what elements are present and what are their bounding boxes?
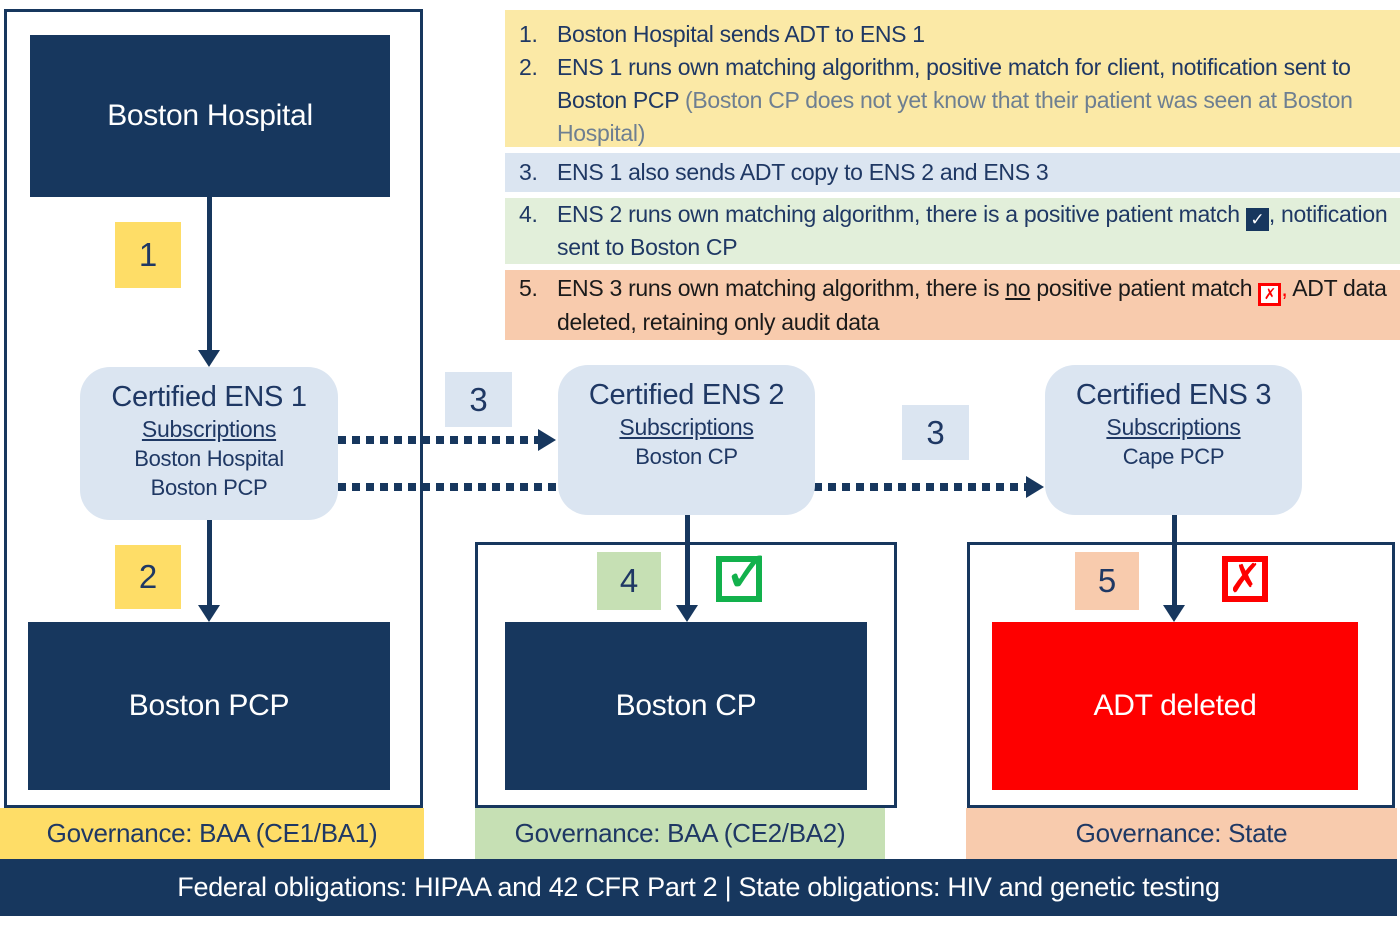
legend-block-steps-1-2: 1. Boston Hospital sends ADT to ENS 1 2.…: [505, 10, 1400, 147]
federal-obligations-label: Federal obligations: HIPAA and 42 CFR Pa…: [177, 872, 1220, 902]
node-adt-deleted-label: ADT deleted: [1093, 689, 1257, 722]
legend-item-2-number: 2.: [519, 54, 538, 80]
arrowhead-down-icon: [1163, 605, 1185, 622]
ens3-title: Certified ENS 3: [1075, 379, 1272, 411]
governance-left-label: Governance: BAA (CE1/BA1): [46, 818, 378, 848]
arrowhead-down-icon: [198, 605, 220, 622]
ens1-member: Boston PCP: [150, 475, 268, 500]
governance-bar-middle: Governance: BAA (CE2/BA2): [475, 808, 885, 859]
legend-item-5-underlined: no: [1005, 275, 1031, 301]
legend-item-3: 3. ENS 1 also sends ADT copy to ENS 2 an…: [519, 156, 1388, 189]
ens1-subscriptions-label: Subscriptions: [141, 416, 277, 442]
legend-item-5-post: ADT data deleted, retaining only audit d…: [557, 275, 1387, 335]
step-badge-3b: 3: [902, 405, 969, 460]
arrowhead-down-icon: [676, 605, 698, 622]
legend-item-3-number: 3.: [519, 159, 538, 185]
step-badge-4-label: 4: [619, 562, 639, 599]
federal-obligations-bar: Federal obligations: HIPAA and 42 CFR Pa…: [0, 859, 1397, 916]
legend-item-1: 1. Boston Hospital sends ADT to ENS 1: [519, 18, 1388, 51]
step-badge-4: 4: [597, 552, 661, 610]
ens2-title: Certified ENS 2: [588, 379, 785, 411]
arrow-hospital-to-ens1: [207, 197, 212, 351]
legend-item-5-red-comma: ,: [1281, 275, 1288, 301]
legend-item-5-mid: positive patient match: [1036, 275, 1253, 301]
governance-bar-left: Governance: BAA (CE1/BA1): [0, 808, 424, 859]
ens3-member: Cape PCP: [1122, 444, 1225, 469]
ens3-subscriptions-label: Subscriptions: [1106, 414, 1241, 440]
legend-item-5-text: ENS 3 runs own matching algorithm, there…: [557, 272, 1388, 339]
node-certified-ens2: Certified ENS 2 Subscriptions Boston CP: [558, 365, 815, 515]
check-glyph: ✓: [723, 540, 772, 605]
legend-item-1-number: 1.: [519, 21, 538, 47]
ens1-member: Boston Hospital: [134, 446, 284, 471]
legend-block-step-5: 5. ENS 3 runs own matching algorithm, th…: [505, 270, 1400, 340]
legend-item-4-post: , notification sent to Boston CP: [557, 201, 1388, 260]
ens2-subscriptions-label: Subscriptions: [619, 414, 754, 440]
node-certified-ens3: Certified ENS 3 Subscriptions Cape PCP: [1045, 365, 1302, 515]
step-badge-1-label: 1: [138, 236, 158, 273]
legend-item-4: 4. ENS 2 runs own matching algorithm, th…: [519, 198, 1388, 264]
positive-match-check-icon: ✓: [716, 544, 772, 602]
step-badge-5-label: 5: [1097, 562, 1117, 599]
node-boston-hospital-label: Boston Hospital: [107, 99, 313, 132]
step-badge-5: 5: [1075, 552, 1139, 610]
legend-block-step-4: 4. ENS 2 runs own matching algorithm, th…: [505, 198, 1400, 264]
ens1-title: Certified ENS 1: [111, 381, 307, 413]
step-badge-3a: 3: [445, 372, 512, 427]
node-boston-cp-label: Boston CP: [615, 689, 757, 722]
step-badge-3a-label: 3: [469, 380, 488, 418]
step-badge-2-label: 2: [138, 558, 158, 595]
step-badge-2: 2: [115, 545, 181, 609]
arrowhead-right-icon: [538, 429, 556, 451]
governance-middle-label: Governance: BAA (CE2/BA2): [514, 818, 846, 848]
arrow-ens3-to-adt-deleted: [1172, 514, 1177, 606]
arrow-ens1-to-boston-pcp: [207, 519, 212, 606]
arrow-ens2-to-boston-cp: [685, 514, 690, 606]
governance-right-label: Governance: State: [1075, 818, 1288, 848]
legend-item-5-pre: ENS 3 runs own matching algorithm, there…: [557, 275, 1000, 301]
step-badge-1: 1: [115, 222, 181, 288]
legend-item-1-text: Boston Hospital sends ADT to ENS 1: [557, 21, 925, 47]
ens2-member: Boston CP: [635, 444, 738, 469]
step-badge-3b-label: 3: [926, 413, 945, 451]
cross-glyph: ✗: [1228, 557, 1262, 601]
legend-item-2: 2. ENS 1 runs own matching algorithm, po…: [519, 51, 1388, 150]
legend-item-5: 5. ENS 3 runs own matching algorithm, th…: [519, 272, 1388, 339]
inline-checkbox-checked-icon: ✓: [1245, 208, 1269, 231]
node-boston-cp: Boston CP: [505, 622, 867, 790]
legend-item-2-text: ENS 1 runs own matching algorithm, posit…: [557, 51, 1388, 150]
arrowhead-right-icon: [1026, 476, 1044, 498]
legend-item-2-muted: (Boston CP does not yet know that their …: [557, 87, 1353, 146]
node-boston-pcp-label: Boston PCP: [128, 689, 290, 722]
inline-checkbox-crossed-icon: ✗: [1258, 283, 1282, 306]
legend-block-step-3: 3. ENS 1 also sends ADT copy to ENS 2 an…: [505, 153, 1400, 192]
node-boston-hospital: Boston Hospital: [30, 35, 390, 197]
governance-bar-right: Governance: State: [966, 808, 1397, 859]
node-certified-ens1: Certified ENS 1 Subscriptions Boston Hos…: [80, 367, 338, 520]
legend-item-3-text: ENS 1 also sends ADT copy to ENS 2 and E…: [557, 159, 1049, 185]
dotted-arrow-ens1-to-ens2: [338, 436, 538, 444]
legend-item-4-text: ENS 2 runs own matching algorithm, there…: [557, 198, 1388, 264]
legend-item-4-pre: ENS 2 runs own matching algorithm, there…: [557, 201, 1240, 227]
node-adt-deleted: ADT deleted: [992, 622, 1358, 790]
legend-item-4-number: 4.: [519, 201, 538, 227]
legend-item-2-main: ENS 1 runs own matching algorithm, posit…: [557, 54, 1351, 113]
no-match-cross-icon: ✗: [1222, 556, 1268, 602]
node-boston-pcp: Boston PCP: [28, 622, 390, 790]
arrowhead-down-icon: [198, 350, 220, 367]
legend-item-5-number: 5.: [519, 275, 538, 301]
